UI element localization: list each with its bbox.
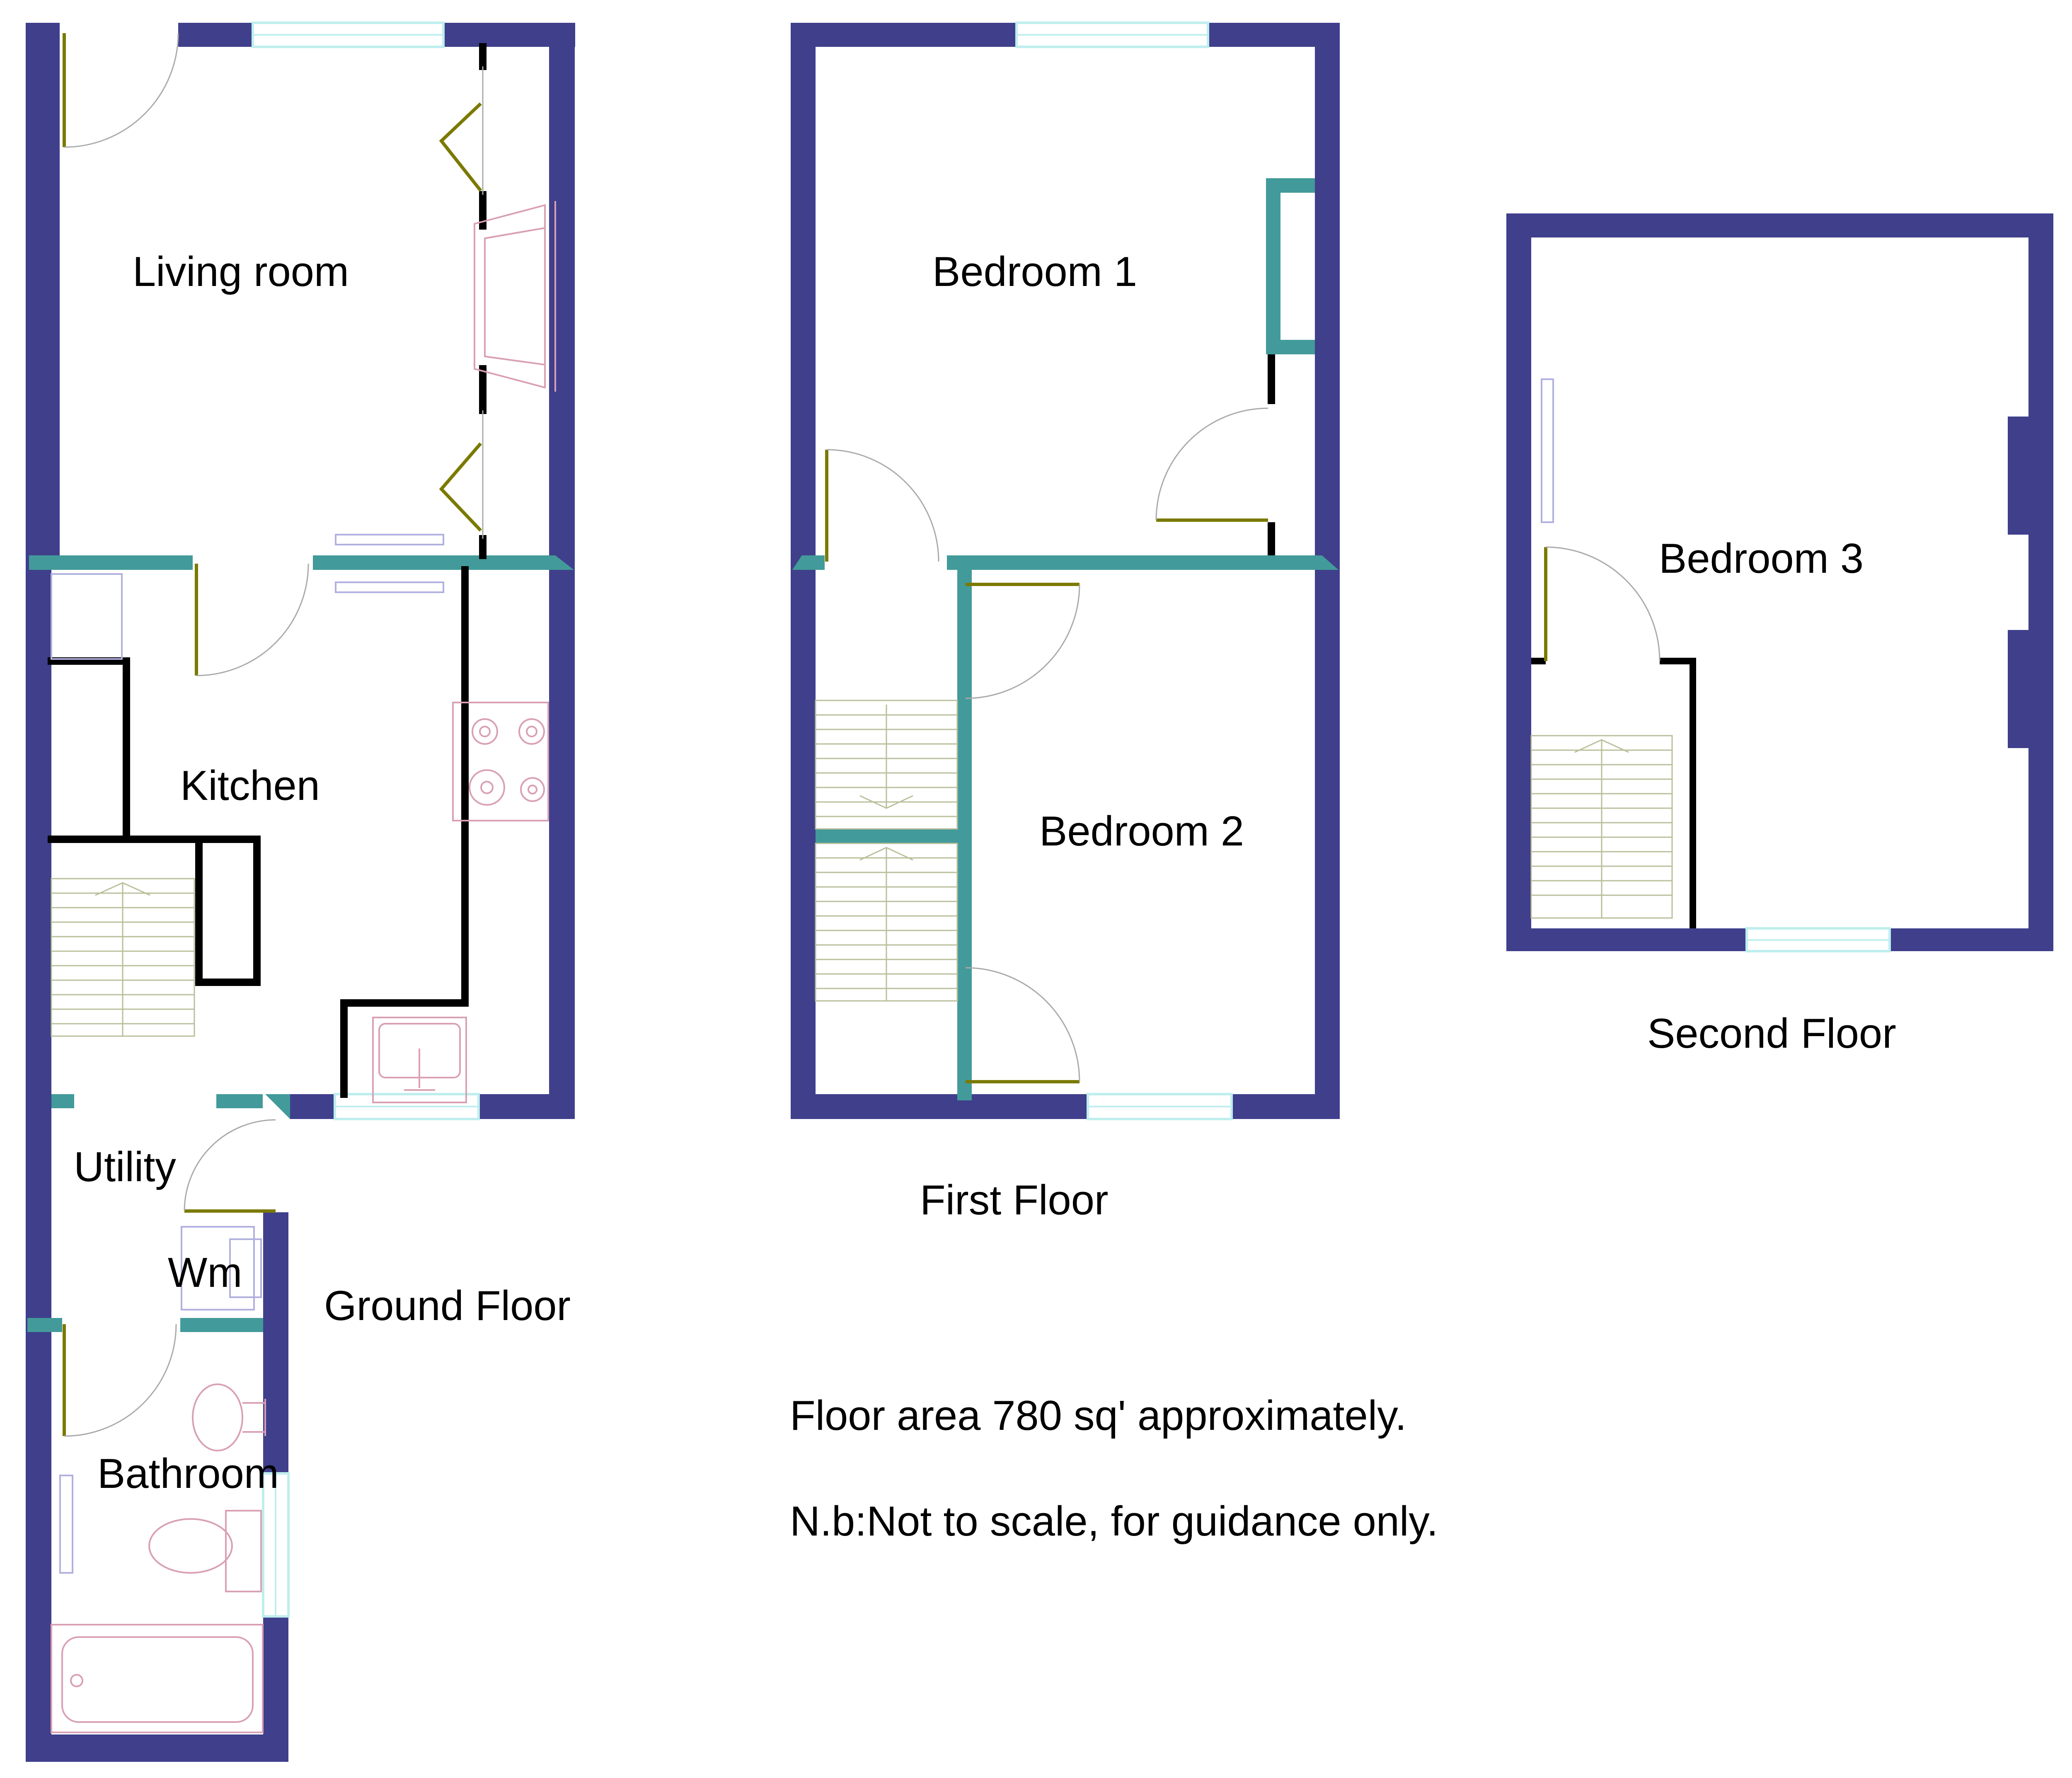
fireplace-icon xyxy=(474,201,556,392)
room-label-utility: Utility xyxy=(74,1144,176,1190)
first-floor-door-arcs xyxy=(826,407,1268,1082)
ground-floor-windows xyxy=(252,22,480,1618)
ground-floor-inner-walls xyxy=(27,555,574,1332)
staircase-icon xyxy=(1530,735,1673,919)
second-floor-windows xyxy=(1745,927,1891,952)
room-label-wm: Wm xyxy=(168,1250,242,1296)
basin-icon xyxy=(192,1383,266,1451)
ground-floor-plan xyxy=(26,22,575,1762)
floor-area-note: Floor area 780 sq' approximately. xyxy=(790,1393,1406,1439)
second-floor-outer-walls xyxy=(1506,213,2053,951)
floor-titles: Ground Floor First Floor Second Floor xyxy=(324,1010,1896,1329)
second-floor-door-arcs xyxy=(1545,546,1661,661)
bath-icon xyxy=(51,1624,264,1733)
room-label-bedroom-3: Bedroom 3 xyxy=(1659,535,1864,582)
second-floor-partitions xyxy=(1531,658,1696,928)
room-label-living-room: Living room xyxy=(133,249,349,295)
first-floor-outer-walls xyxy=(791,23,1340,1119)
first-floor-plan xyxy=(791,22,1340,1120)
first-floor-windows xyxy=(1015,22,1233,1120)
staircase-icon xyxy=(51,878,195,1037)
room-label-kitchen: Kitchen xyxy=(180,763,320,809)
room-label-bedroom-1: Bedroom 1 xyxy=(932,249,1137,295)
floor-title-ground: Ground Floor xyxy=(324,1283,571,1329)
first-floor-inner-walls xyxy=(792,178,1339,1100)
room-label-bedroom-2: Bedroom 2 xyxy=(1039,808,1244,855)
room-label-bathroom: Bathroom xyxy=(97,1451,279,1497)
sink-icon xyxy=(372,1017,467,1103)
washing-machine-icon xyxy=(181,1226,262,1310)
first-floor-doors xyxy=(825,450,1268,1083)
ground-floor-partitions xyxy=(48,43,487,1098)
notes: Floor area 780 sq' approximately. N.b:No… xyxy=(790,1393,1438,1545)
door-swing-icon xyxy=(439,442,482,532)
floor-title-second: Second Floor xyxy=(1647,1010,1896,1057)
disclaimer-note: N.b:Not to scale, for guidance only. xyxy=(790,1498,1438,1545)
ground-floor-door-arcs xyxy=(64,33,484,1437)
floor-title-first: First Floor xyxy=(920,1177,1109,1223)
room-labels: Living room Kitchen Utility Wm Bathroom … xyxy=(74,249,1864,1497)
second-floor-plan xyxy=(1506,213,2053,952)
door-swing-icon xyxy=(439,102,482,192)
staircase-icon xyxy=(815,700,958,1002)
hob-icon xyxy=(452,702,549,821)
ground-floor-doors xyxy=(63,33,482,1436)
ground-floor-fixtures xyxy=(51,201,556,1733)
toilet-icon xyxy=(148,1510,262,1592)
